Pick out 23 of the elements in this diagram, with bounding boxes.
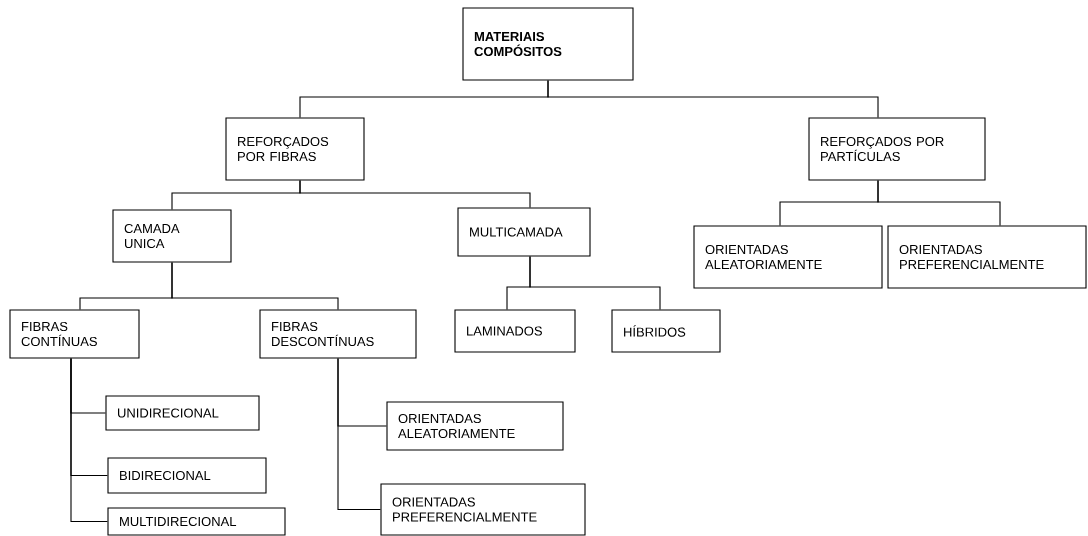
box: ORIENTADAS ALEATORIAMENTE bbox=[693, 225, 883, 289]
box: ORIENTADAS ALEATORIAMENTE bbox=[386, 401, 564, 451]
box: REFORÇADOS POR PARTÍCULAS bbox=[808, 117, 986, 181]
box: FIBRAS CONTÍNUAS bbox=[9, 309, 140, 359]
connector-line bbox=[299, 180, 531, 208]
box: ORIENTADAS PREFERENCIALMENTE bbox=[887, 225, 1087, 289]
box: BIDIRECIONAL bbox=[107, 457, 267, 494]
box: MULTIDIRECIONAL bbox=[107, 507, 286, 536]
connector-line bbox=[547, 80, 879, 118]
box: FIBRAS DESCONTÍNUAS bbox=[259, 309, 417, 359]
box: UNIDIRECIONAL bbox=[105, 395, 260, 431]
connector-line bbox=[337, 358, 381, 511]
connector-line bbox=[529, 256, 661, 310]
box: LAMINADOS bbox=[454, 309, 576, 353]
box: MATERIAIS COMPÓSITOS bbox=[462, 7, 634, 81]
box: CAMADA UNICA bbox=[112, 209, 232, 263]
box: REFORÇADOS POR FIBRAS bbox=[225, 117, 365, 181]
box: HÍBRIDOS bbox=[611, 309, 721, 353]
box: ORIENTADAS PREFERENCIALMENTE bbox=[380, 483, 586, 536]
connector-line bbox=[171, 262, 339, 310]
connector-line bbox=[70, 358, 108, 523]
box: MULTICAMADA bbox=[457, 207, 591, 257]
connector-line bbox=[877, 180, 1001, 226]
